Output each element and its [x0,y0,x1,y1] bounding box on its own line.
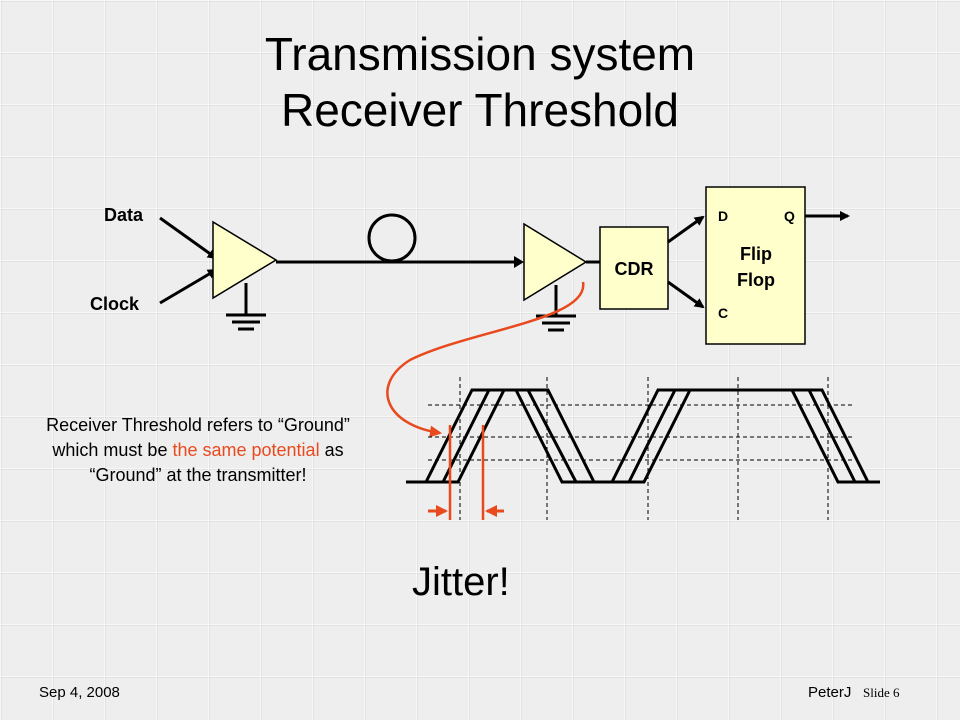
footer-date: Sep 4, 2008 [39,684,120,701]
receiver-ground-icon [536,285,576,332]
flip-flop-label-1: Flip [740,244,772,264]
footer-author: PeterJ [808,684,852,701]
data-label: Data [104,205,144,225]
note-text-part-2: as “Ground” at the transmitter! [89,440,344,485]
flip-flop-block [705,186,806,345]
receiver-threshold-note: Receiver Threshold refers to “Ground” wh… [34,413,362,488]
transmitter-ground-icon [226,283,266,331]
jitter-waveform [406,377,880,520]
title-line-2: Receiver Threshold [280,84,679,136]
note-highlight: the same potential [172,440,320,460]
threshold-pointer-curve [386,281,585,438]
cdr-block [599,226,669,310]
pin-d-label: D [718,208,728,224]
pin-q-label: Q [784,208,795,224]
jitter-label: Jitter! [412,560,510,604]
receiver-buffer [523,222,588,302]
cdr-to-c-arrow [667,280,705,309]
clock-label: Clock [90,294,140,314]
pin-c-label: C [718,305,728,321]
data-input-arrow [159,216,218,260]
clock-input-arrow [159,268,218,305]
transmitter-buffer [212,220,278,300]
footer-slide-number: Slide 6 [863,685,900,700]
cable-loop-icon [367,213,417,263]
title-line-1: Transmission system [264,28,696,80]
cable-arrow-head [514,256,524,268]
flip-flop-label-2: Flop [737,270,775,290]
cdr-label: CDR [615,259,654,279]
cdr-to-d-arrow [667,215,705,244]
slide-title: Transmission system Receiver Threshold [0,26,960,138]
note-text-part-1: Receiver Threshold refers to “Ground” wh… [46,415,350,460]
